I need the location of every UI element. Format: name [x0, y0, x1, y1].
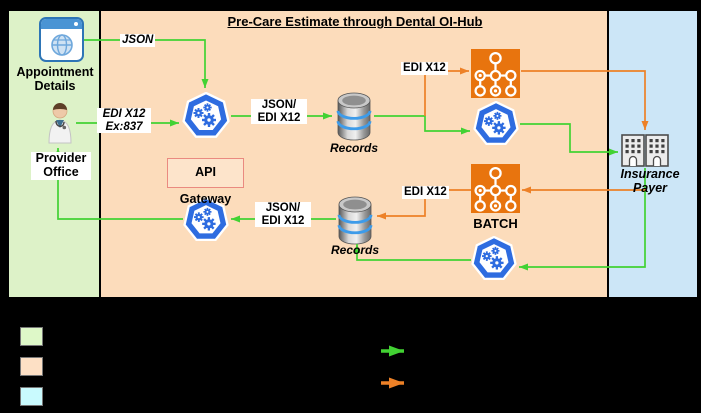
workflow-tree-icon-top	[471, 49, 520, 98]
json-edi-edge-label-bottom: JSON/EDI X12	[255, 202, 311, 228]
browser-dot	[74, 22, 78, 26]
diagram-title: Pre-Care Estimate through Dental OI-Hub	[227, 14, 483, 29]
api-gateway-label: API Gateway	[167, 158, 244, 206]
edi-x12-edge-label-top: EDI X12	[401, 62, 448, 75]
kubernetes-service-icon-top	[473, 101, 519, 145]
appointment-browser-icon	[39, 17, 84, 62]
legend-hub-zone-swatch	[20, 357, 43, 376]
records-label-top: Records	[329, 141, 379, 155]
globe-icon	[50, 34, 73, 56]
browser-titlebar	[41, 19, 82, 29]
json-edge-label: JSON	[120, 34, 156, 47]
records-label-bottom: Records	[330, 243, 380, 257]
legend-payer-zone-swatch	[20, 387, 43, 406]
records-database-icon-top	[336, 92, 372, 141]
records-database-icon-bottom	[337, 196, 373, 245]
batch-label: BATCH	[473, 216, 518, 231]
insurance-payer-building-icon	[621, 134, 669, 167]
legend-provider-zone-swatch	[20, 327, 43, 346]
provider-doctor-icon	[48, 102, 72, 144]
kubernetes-service-icon-bottom	[471, 236, 517, 280]
kubernetes-api-gateway-icon	[182, 92, 230, 138]
edi-x12-edge-label-bottom: EDI X12	[402, 186, 449, 199]
json-edi-edge-label-top: JSON/EDI X12	[251, 99, 307, 125]
workflow-tree-icon-batch	[471, 164, 520, 213]
